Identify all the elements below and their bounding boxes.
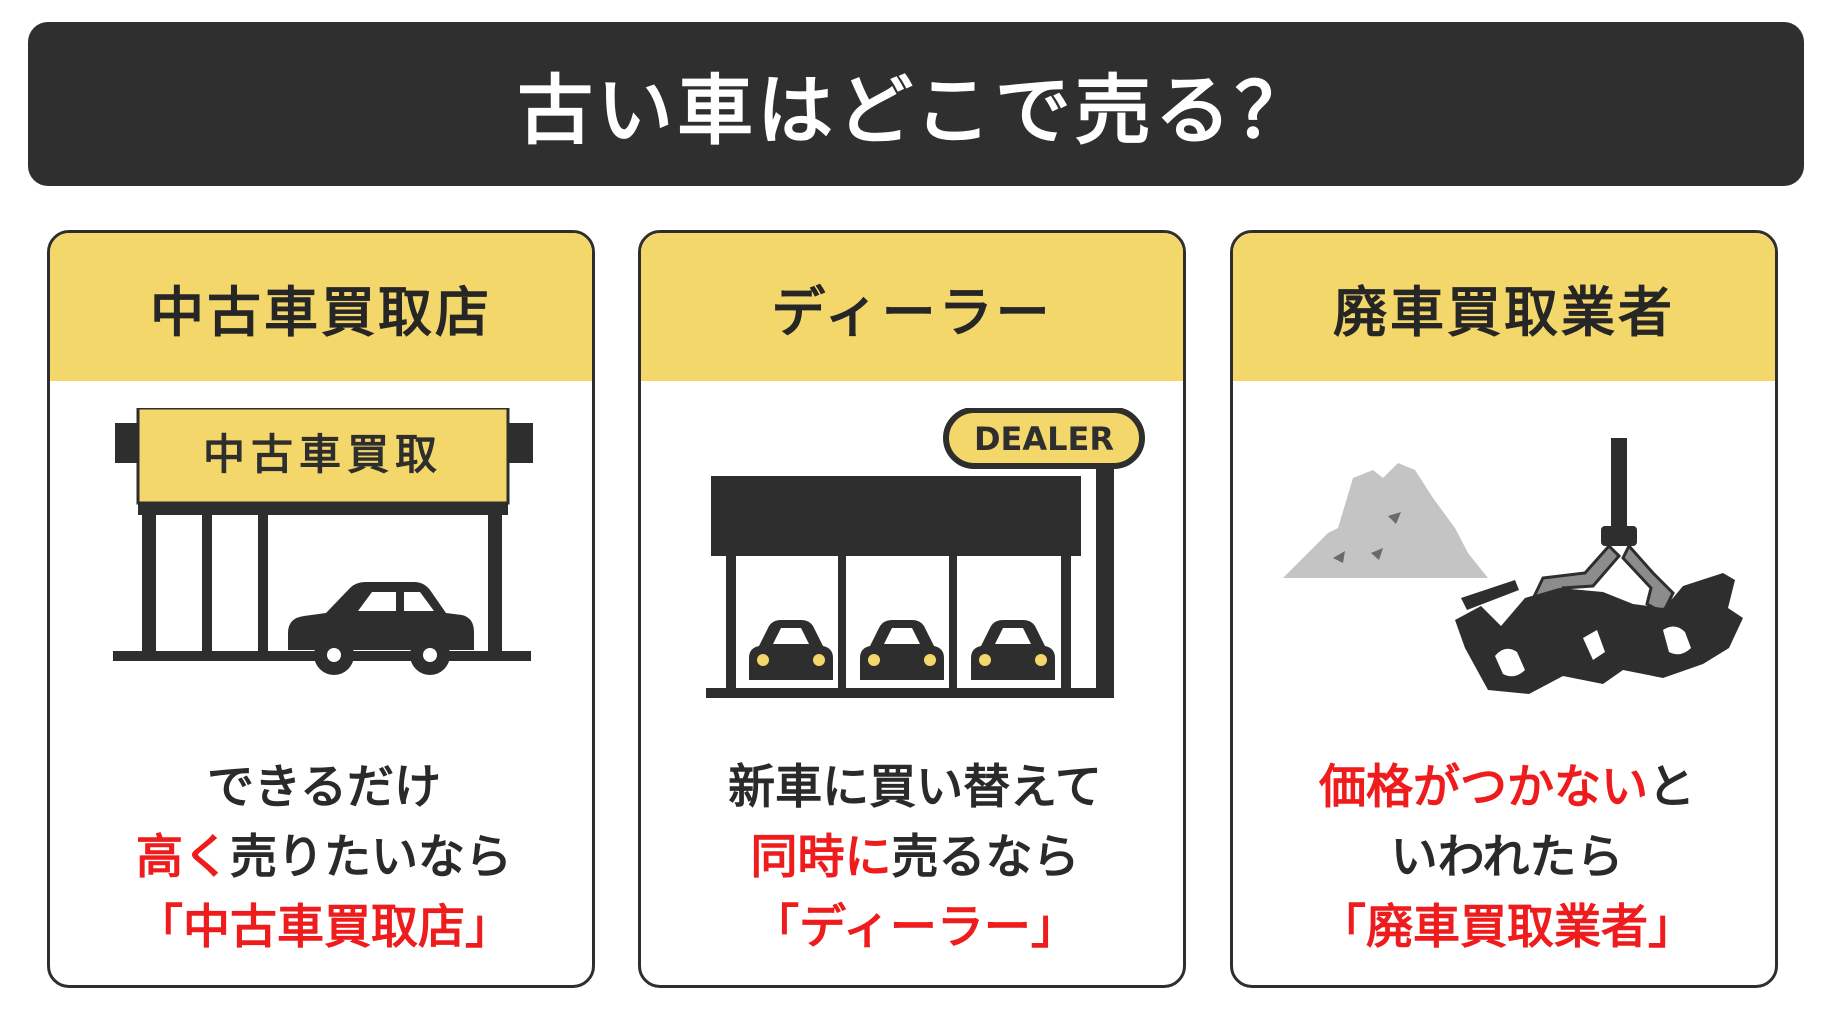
desc-line-3: 「廃車買取業者」 xyxy=(1319,900,1695,955)
card-scrap-car-buyer: 廃車買取業者 価格がつかないと いわれたら 「廃車買取業者」 xyxy=(1230,230,1778,988)
card-used-car-shop: 中古車買取店 中古車買取 できるだけ 高く売りたいなら 「中古車買取店」 xyxy=(47,230,595,988)
card-description: 価格がつかないと いわれたら 「廃車買取業者」 xyxy=(1233,753,1775,963)
dealer-sign-text: DEALER xyxy=(974,420,1114,458)
card-description: 新車に買い替えて 同時に売るなら 「ディーラー」 xyxy=(641,753,1183,963)
shop-sign-text: 中古車買取 xyxy=(203,430,443,479)
scrap-car-crane-icon xyxy=(1283,438,1743,694)
card-header: ディーラー xyxy=(641,233,1183,381)
dealer-car-3 xyxy=(971,620,1055,680)
car-dealer-icon: DEALER xyxy=(706,408,1145,698)
desc-line-2: いわれたら xyxy=(1390,830,1624,885)
dealer-car-1 xyxy=(749,620,833,680)
card-heading: 廃車買取業者 xyxy=(1333,280,1675,344)
card-heading: 中古車買取店 xyxy=(150,280,492,344)
card-heading: ディーラー xyxy=(771,280,1053,344)
card-description: できるだけ 高く売りたいなら 「中古車買取店」 xyxy=(50,753,592,963)
desc-line-3: 「中古車買取店」 xyxy=(136,900,512,955)
used-car-shop-icon: 中古車買取 xyxy=(113,408,533,675)
page-title: 古い車はどこで売る？ xyxy=(517,66,1315,155)
desc-line-1: できるだけ xyxy=(206,760,442,815)
card-dealer: ディーラー DEALER 新車に買い替えて 同時に売るなら 「ディーラー」 xyxy=(638,230,1186,988)
desc-line-1: 価格がつかないと xyxy=(1319,760,1695,815)
desc-line-2: 高く売りたいなら xyxy=(136,830,512,885)
desc-line-1: 新車に買い替えて xyxy=(728,760,1102,815)
card-header: 中古車買取店 xyxy=(50,233,592,381)
card-header: 廃車買取業者 xyxy=(1233,233,1775,381)
desc-line-3: 「ディーラー」 xyxy=(752,900,1078,955)
title-banner: 古い車はどこで売る？ xyxy=(28,22,1804,186)
desc-line-2: 同時に売るなら xyxy=(750,830,1080,885)
dealer-car-2 xyxy=(860,620,944,680)
